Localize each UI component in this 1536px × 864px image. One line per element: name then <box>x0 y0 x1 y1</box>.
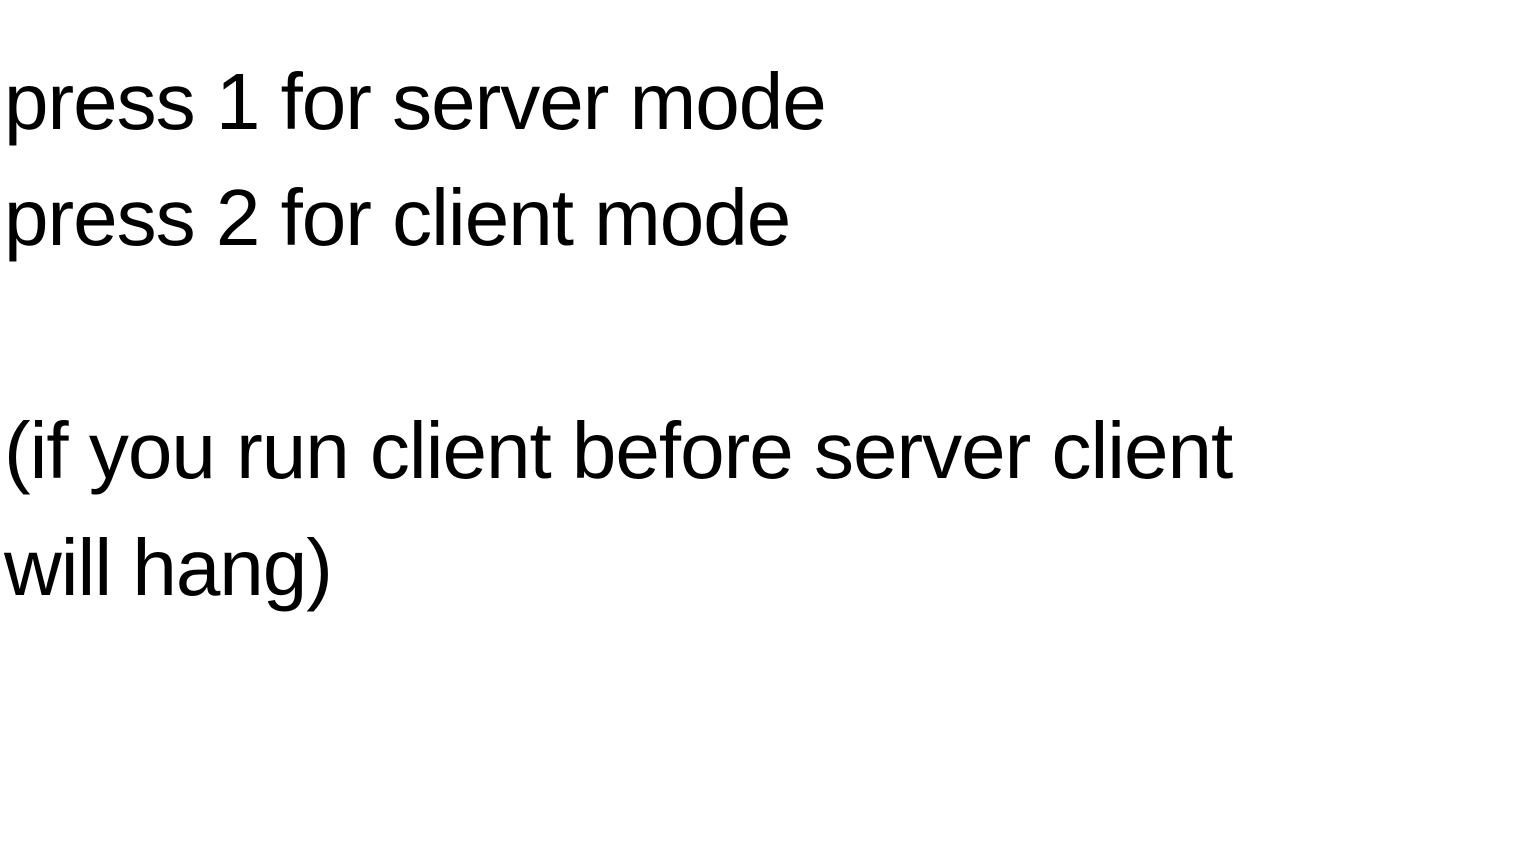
server-mode-instruction: press 1 for server mode <box>4 57 827 146</box>
warning-note-line-2: will hang) <box>4 523 333 612</box>
warning-note-line-1: (if you run client before server client <box>4 406 1233 495</box>
client-mode-instruction: press 2 for client mode <box>4 173 791 262</box>
